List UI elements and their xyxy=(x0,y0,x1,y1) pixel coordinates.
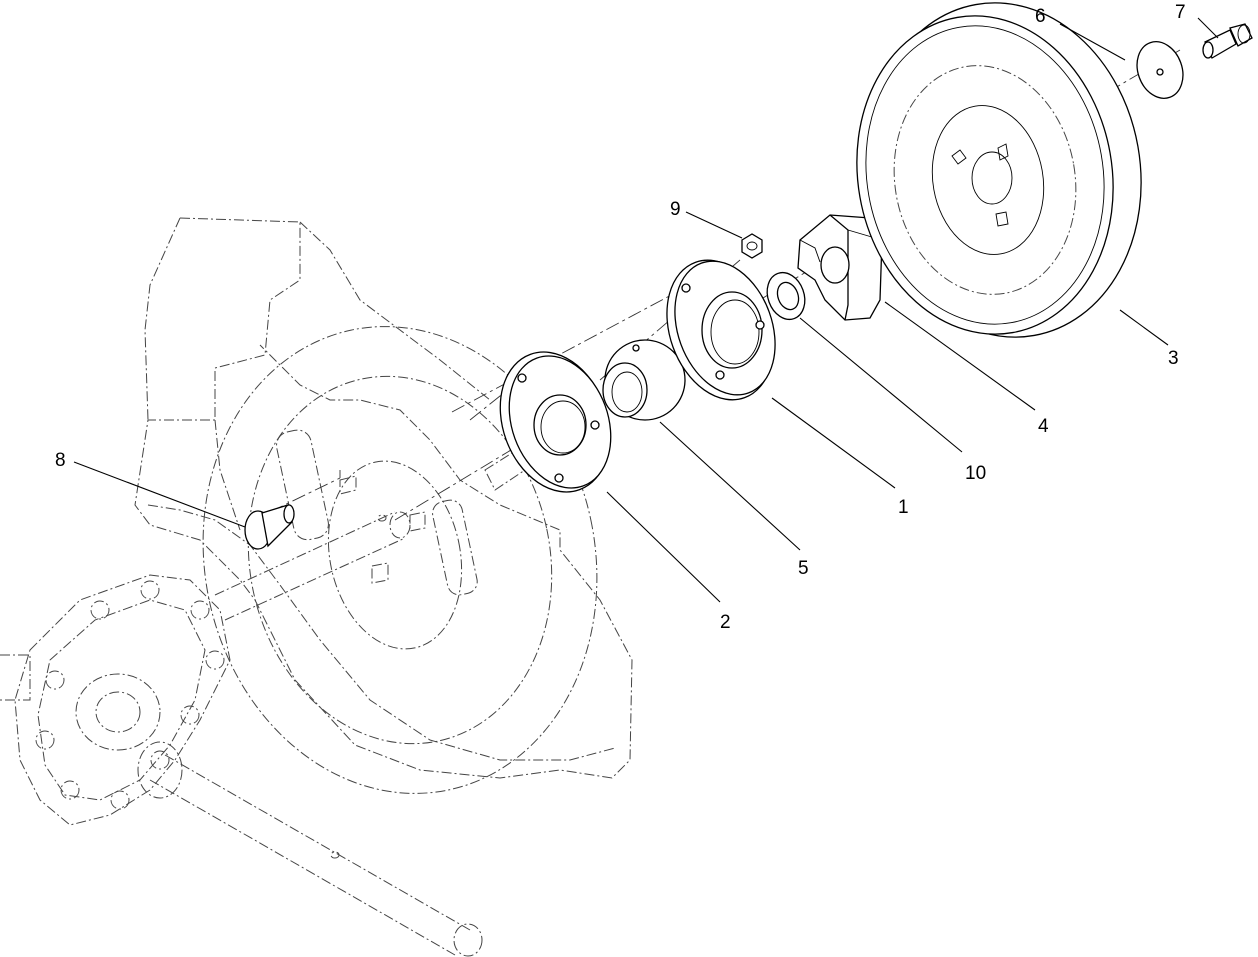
callout-10: 10 xyxy=(965,463,986,484)
leader-lines xyxy=(73,17,1219,603)
leader-8 xyxy=(73,461,246,528)
part-9-nut xyxy=(741,233,763,259)
callout-labels: 1 2 3 4 5 6 7 8 9 10 xyxy=(55,2,1186,633)
part-2-flange xyxy=(499,351,612,493)
leader-1 xyxy=(771,397,896,489)
part-1-flange xyxy=(666,259,776,401)
leader-5 xyxy=(659,421,801,551)
leader-7 xyxy=(1197,17,1219,39)
leader-4 xyxy=(884,301,1036,411)
callout-8: 8 xyxy=(55,450,66,471)
input-shaft-phantom xyxy=(214,511,411,621)
leader-6 xyxy=(1059,23,1126,61)
leader-2 xyxy=(606,491,721,603)
part-7-bolt xyxy=(1202,23,1253,59)
callout-6: 6 xyxy=(1035,6,1046,27)
callout-4: 4 xyxy=(1038,416,1049,437)
auger-shaft-phantom xyxy=(149,754,483,957)
leader-3 xyxy=(1119,309,1169,346)
callout-2: 2 xyxy=(720,612,731,633)
part-8-bolt xyxy=(244,504,295,550)
part-5-bearing xyxy=(602,339,686,421)
part-3-pulley xyxy=(856,2,1142,338)
part-6-washer xyxy=(1136,41,1184,99)
part-10-washer xyxy=(766,271,806,321)
callout-3: 3 xyxy=(1168,348,1179,369)
callout-1: 1 xyxy=(898,497,909,518)
gearbox-phantom xyxy=(0,574,231,826)
housing-phantom xyxy=(134,217,633,794)
leader-9 xyxy=(685,211,743,239)
part-4-hub xyxy=(797,214,883,321)
callout-5: 5 xyxy=(798,558,809,579)
callout-9: 9 xyxy=(670,199,681,220)
leader-10 xyxy=(799,317,963,453)
callout-7: 7 xyxy=(1175,2,1186,23)
